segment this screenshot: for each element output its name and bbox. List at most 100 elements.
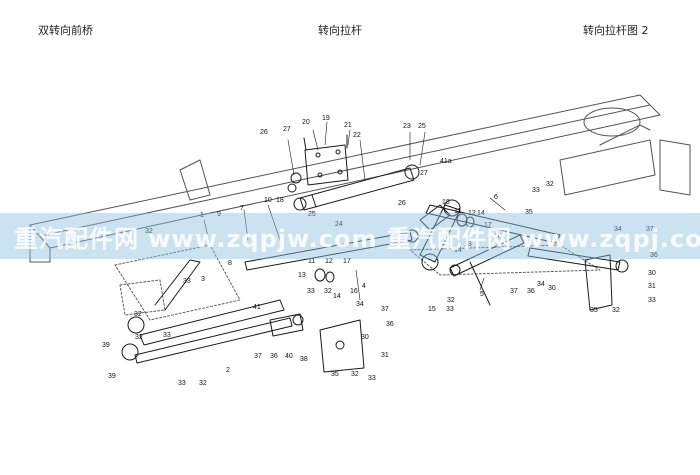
callout-9: 9	[217, 211, 221, 218]
callout-16b: 16	[494, 233, 502, 240]
watermark-text: 重汽配件网 www.zqpjw.com 重汽配件网 www.zqpj.com	[14, 225, 700, 253]
callout-32e: 32	[199, 380, 207, 387]
bracket-lower-right	[319, 319, 365, 373]
header-right-title: 转向拉杆图 2	[583, 24, 649, 37]
callout-11: 11	[308, 258, 315, 265]
callout-7: 7	[240, 205, 244, 212]
callout-4: 4	[362, 283, 366, 290]
callout-33b: 33	[307, 288, 315, 295]
callout-27b: 27	[420, 170, 428, 177]
header-center-title: 转向拉杆	[318, 24, 362, 37]
callout-26b: 26	[398, 200, 406, 207]
callout-22: 22	[353, 132, 361, 139]
callout-30: 30	[361, 334, 369, 341]
callout-33g: 33	[532, 187, 540, 194]
callout-8: 8	[228, 260, 232, 267]
callout-17: 17	[343, 258, 351, 265]
callout-39b: 39	[108, 373, 116, 380]
callout-11b: 11	[454, 208, 461, 215]
callout-32h: 32	[546, 181, 554, 188]
watermark-band	[0, 213, 700, 259]
callout-32i: 32	[612, 307, 620, 314]
callout-32b: 32	[324, 288, 332, 295]
callout-33e: 33	[368, 375, 376, 382]
header-left-title: 双转向前桥	[38, 24, 93, 37]
callout-10: 10	[264, 197, 272, 204]
callout-20: 20	[302, 119, 310, 126]
callout-33h: 33	[648, 297, 656, 304]
callout-12: 12	[325, 258, 333, 265]
steering-arm-right	[419, 204, 561, 244]
callout-26: 26	[260, 129, 268, 136]
callout-37c: 37	[646, 226, 654, 233]
callout-33f: 33	[446, 306, 454, 313]
callout-33: 33	[183, 278, 191, 285]
callout-35c: 35	[590, 307, 598, 314]
callout-37b: 37	[381, 306, 389, 313]
callout-32d: 32	[135, 334, 143, 341]
callout-15: 15	[428, 306, 436, 313]
callout-39: 39	[102, 342, 110, 349]
callout-25b: 25	[308, 211, 316, 218]
nut-27	[287, 183, 297, 193]
callout-2: 2	[226, 367, 230, 374]
callout-30b: 30	[648, 270, 656, 277]
callout-18b: 18	[442, 199, 450, 206]
drag-link-left	[121, 259, 293, 364]
pitman-arm-15	[419, 199, 461, 276]
callout-34c: 34	[537, 281, 545, 288]
callout-31: 31	[381, 352, 389, 359]
leader-lines	[203, 121, 506, 301]
callout-40: 40	[285, 353, 293, 360]
callout-25: 25	[418, 123, 426, 130]
callout-35: 35	[331, 371, 339, 378]
callout-23: 23	[403, 123, 411, 130]
callout-27: 27	[283, 126, 291, 133]
callout-32c: 32	[134, 311, 142, 318]
callout-36d: 36	[527, 288, 535, 295]
bolt-20	[303, 137, 307, 151]
callout-33c: 33	[163, 332, 171, 339]
callout-18: 18	[276, 197, 284, 204]
tie-rod-right	[527, 247, 629, 311]
callout-30c: 30	[548, 285, 556, 292]
callout-34: 34	[356, 301, 364, 308]
callout-36c: 36	[650, 252, 658, 259]
callout-32f: 32	[351, 371, 359, 378]
bushing-26	[290, 172, 302, 184]
callout-14b: 14	[477, 210, 485, 217]
callout-21: 21	[344, 122, 352, 129]
callout-35b: 35	[525, 209, 533, 216]
callout-34b: 34	[614, 226, 622, 233]
callout-17b: 17	[484, 222, 492, 229]
callout-14c: 14	[454, 247, 462, 254]
tie-rod-center	[244, 229, 419, 271]
lever-5	[449, 234, 525, 306]
callout-13: 13	[298, 272, 306, 279]
bracket-19	[304, 144, 349, 186]
callout-41a: 41a	[440, 158, 452, 165]
callout-1: 1	[200, 212, 204, 219]
washer-stack	[314, 213, 475, 283]
callout-14: 14	[333, 293, 341, 300]
callout-36: 36	[270, 353, 278, 360]
power-steering-cylinder	[293, 164, 420, 211]
callout-16: 16	[350, 288, 358, 295]
callout-6: 6	[494, 194, 498, 201]
callout-38: 38	[300, 356, 308, 363]
callout-41: 41	[253, 304, 261, 311]
callout-3: 3	[201, 276, 205, 283]
left-axle-assembly	[114, 244, 601, 321]
callout-12b: 12	[468, 210, 476, 217]
callout-5: 5	[480, 291, 484, 298]
chassis-frame-rail	[29, 94, 691, 263]
callout-37: 37	[254, 353, 262, 360]
callout-13b: 13	[464, 241, 472, 248]
callout-37d: 37	[510, 288, 518, 295]
callout-24: 24	[335, 221, 343, 228]
callout-36b: 36	[386, 321, 394, 328]
callout-labels: 27 26 20 19 21 22 23 25 27 41a 25 24 26 …	[102, 115, 658, 387]
callout-32: 32	[145, 228, 153, 235]
ball-joint-left	[269, 313, 304, 337]
